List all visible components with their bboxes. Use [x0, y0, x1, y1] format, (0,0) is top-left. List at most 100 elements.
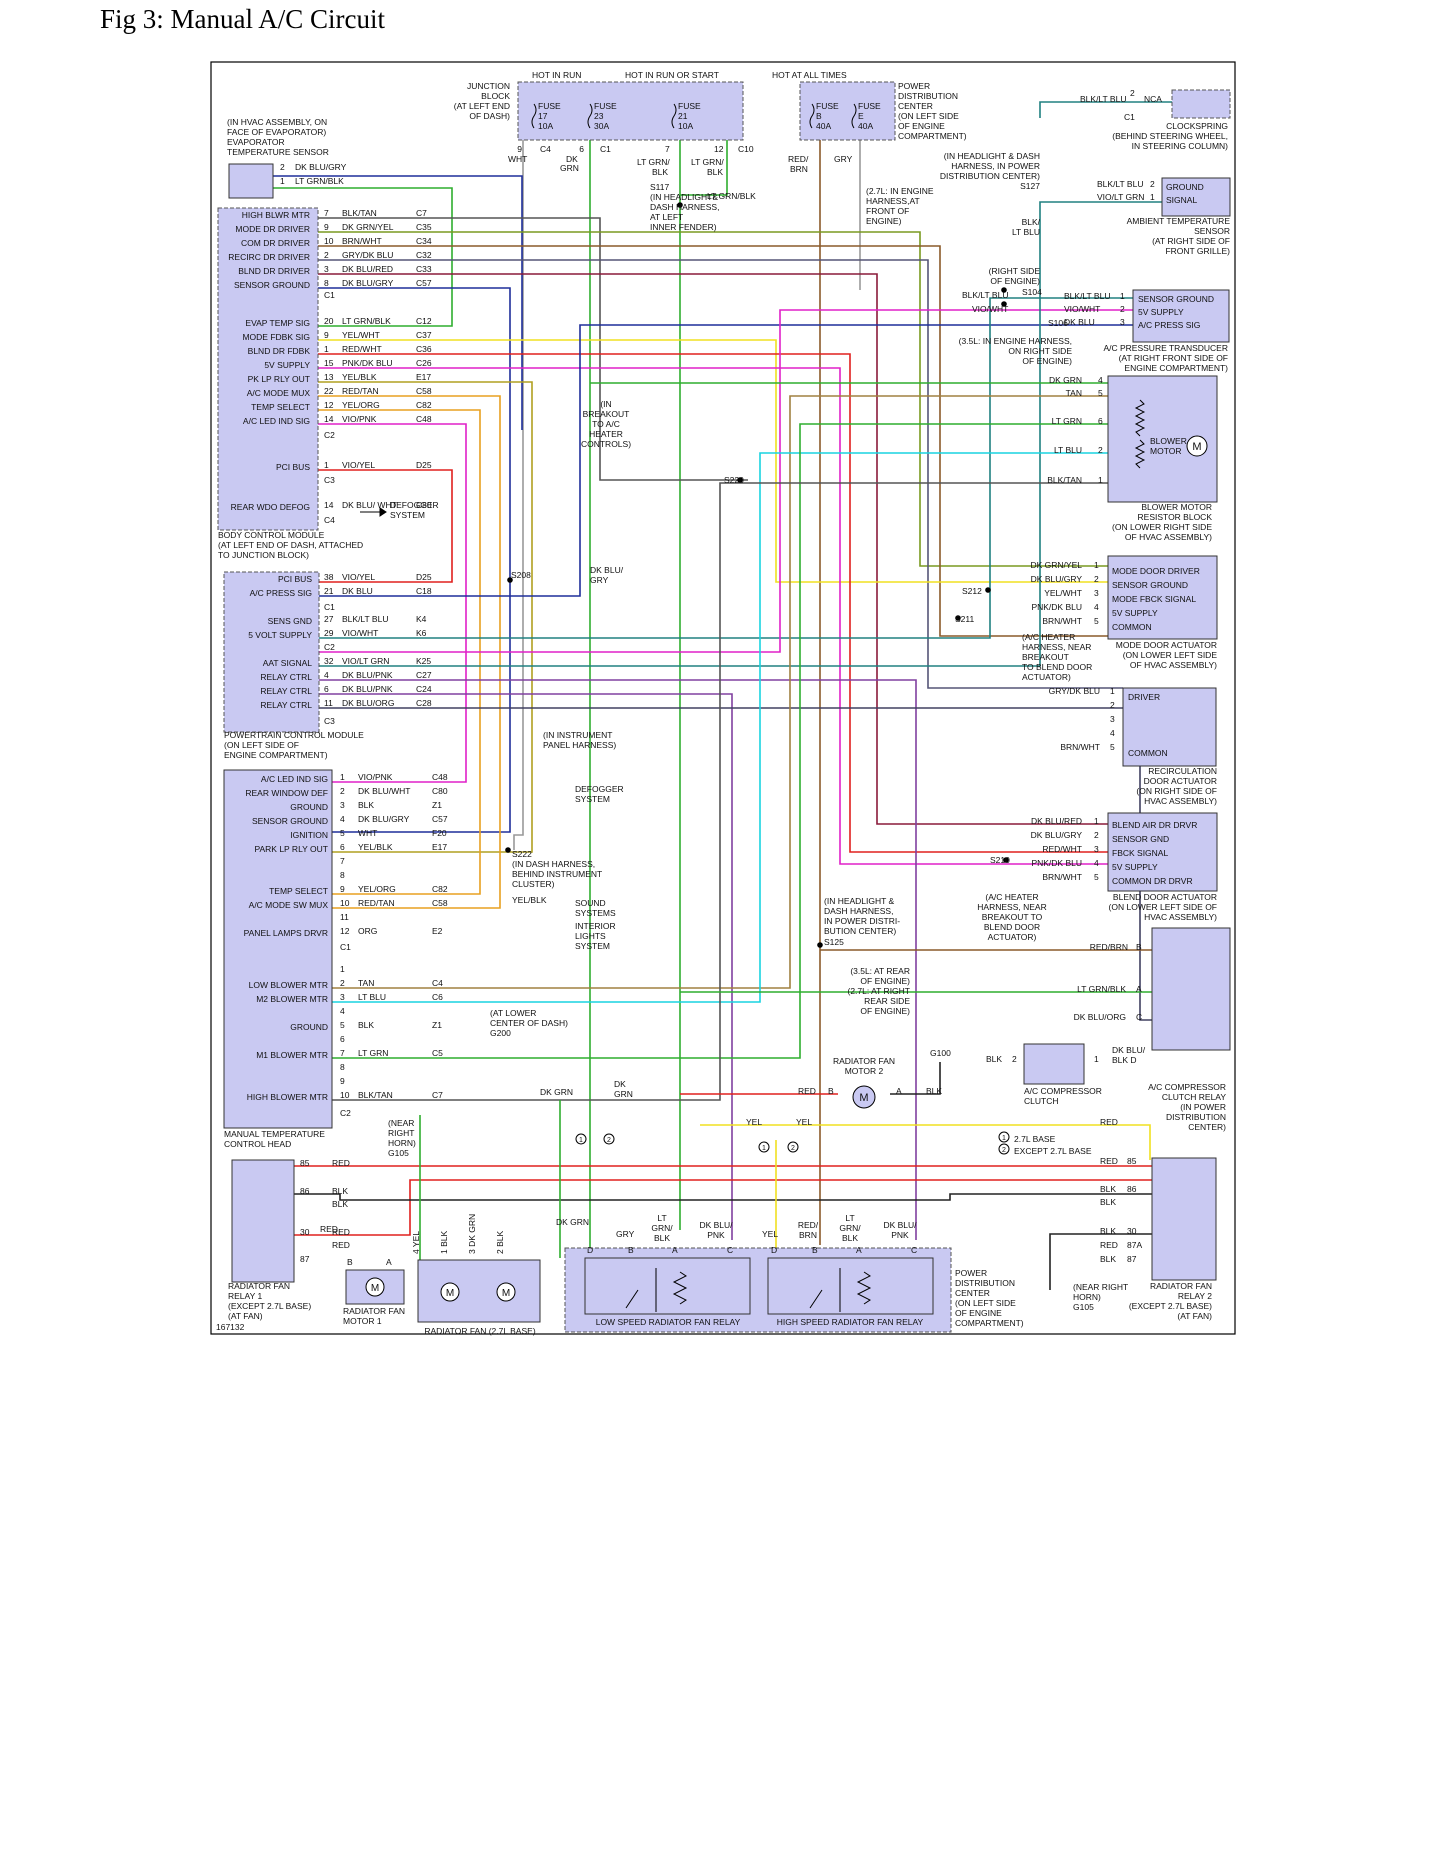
mtc-c2-signal: HIGH BLOWER MTR	[247, 1092, 328, 1102]
fuse-label: FUSE	[678, 101, 701, 111]
wire-blk-86	[294, 1193, 1152, 1201]
recirc-door-label: (ON RIGHT SIDE OF	[1136, 786, 1217, 796]
wire-yel-blk	[318, 381, 533, 853]
splice-s125-label: IN POWER DISTRI-	[824, 916, 900, 926]
mtc-c1-wire-label: BLK	[358, 800, 374, 810]
fuse-label: FUSE	[816, 101, 839, 111]
clockspring-label: (BEHIND STEERING WHEEL,	[1112, 131, 1228, 141]
breakout-blend2-label: BREAKOUT TO	[982, 912, 1043, 922]
pcm-c3-circuit: K25	[416, 656, 431, 666]
wire-pnk-dk-blu	[318, 367, 1108, 865]
pcm-c1-pin: 21	[324, 586, 334, 596]
bcm-c2-circuit: C48	[416, 414, 432, 424]
wire-label: DK GRN	[556, 1217, 589, 1227]
fuse-icon	[851, 103, 857, 129]
ac-pressure-transducer	[1132, 289, 1230, 343]
splice-s127-label: (IN HEADLIGHT & DASH	[944, 151, 1040, 161]
fuse-label: B	[816, 111, 822, 121]
wire-label: RED/	[798, 1220, 819, 1230]
mtc-c2-pin: 9	[340, 1076, 345, 1086]
wire-label: BRN/WHT	[1042, 616, 1082, 626]
bcm-c3-circuit: D25	[416, 460, 432, 470]
wire-label: GRY	[616, 1229, 635, 1239]
mtc-c2-signal: LOW BLOWER MTR	[249, 980, 328, 990]
splice-s125-label: DASH HARNESS,	[824, 906, 893, 916]
bcm-label: BODY CONTROL MODULE	[218, 530, 325, 540]
pcm-c3-wire-label: DK BLU/ORG	[342, 698, 394, 708]
pcm-c2-signal: 5 VOLT SUPPLY	[248, 630, 312, 640]
compressor-clutch-relay	[1151, 927, 1231, 1051]
fuse-label: 40A	[816, 121, 831, 131]
pcm-c3-signal: RELAY CTRL	[260, 686, 312, 696]
splice-s210-label: S210	[990, 855, 1010, 865]
pcm-c1-wire-label: VIO/YEL	[342, 572, 375, 582]
resistor-pin: 5	[1098, 388, 1103, 398]
splice-s125-label: (IN HEADLIGHT &	[824, 896, 895, 906]
relay-pin: 85	[1127, 1156, 1137, 1166]
wire-label: RED	[1100, 1156, 1118, 1166]
fan-motor-2-label: RADIATOR FAN	[833, 1056, 895, 1066]
fuse-label: 30A	[594, 121, 609, 131]
wire-label: BRN	[799, 1230, 817, 1240]
actuator-pin: 3	[1110, 714, 1115, 724]
ambient-temp-sensor	[1161, 177, 1231, 217]
bcm-c1-wire-label: BLK/TAN	[342, 208, 377, 218]
mtc-c1-wire-label: DK BLU/WHT	[358, 786, 410, 796]
pcm-c2-circuit: K6	[416, 628, 427, 638]
clutch-relay-label: DISTRIBUTION	[1166, 1112, 1226, 1122]
splice-s104-label: S104	[1022, 287, 1042, 297]
bcm-c2-wire-label: YEL/WHT	[342, 330, 380, 340]
bcm-c1-pin: 7	[324, 208, 329, 218]
motor-icon: M	[371, 1283, 379, 1294]
wire-label: RED/BRN	[1090, 942, 1128, 952]
fan-motor-1-label: RADIATOR FAN	[343, 1306, 405, 1316]
bcm-c1-circuit: C57	[416, 278, 432, 288]
relay-pin: A	[856, 1245, 862, 1255]
bcm-c2-signal: A/C MODE MUX	[247, 388, 311, 398]
splice-s104	[1001, 287, 1007, 293]
wire-label: BRN/WHT	[1060, 742, 1100, 752]
sensor-pin: 2	[280, 162, 285, 172]
bcm-c1-circuit: C33	[416, 264, 432, 274]
pcm-c2-wire-label: VIO/WHT	[342, 628, 378, 638]
pdc-label: OF ENGINE	[898, 121, 945, 131]
fuse-icon	[671, 103, 677, 129]
splice-s222-label: CLUSTER)	[512, 879, 555, 889]
wire-brn-wht	[318, 245, 1108, 637]
actuator-signal: FBCK SIGNAL	[1112, 848, 1168, 858]
mtc-c1-pin: 2	[340, 786, 345, 796]
mtc-c1-pin: 1	[340, 772, 345, 782]
connector-pin: 6	[579, 144, 584, 154]
evap-sensor-label: EVAPORATOR	[227, 137, 285, 147]
connector-label: C1	[1124, 112, 1135, 122]
wire-label: GRN/	[651, 1223, 673, 1233]
mtc-c1-wire-label: VIO/PNK	[358, 772, 393, 782]
mtc-c2-signal: M2 BLOWER MTR	[256, 994, 328, 1004]
wire-label: RED	[332, 1158, 350, 1168]
blower-resistor-label: BLOWER MOTOR	[1141, 502, 1212, 512]
mtc-c1-circuit: C82	[432, 884, 448, 894]
motor-icon	[440, 1282, 460, 1302]
sensor-pin: 2	[1120, 304, 1125, 314]
bcm-c1-wire-label: DK BLU/RED	[342, 264, 393, 274]
sensor-pin: 1	[280, 176, 285, 186]
blower-resistor-label: OF HVAC ASSEMBLY)	[1125, 532, 1212, 542]
resistor-pin: 6	[1098, 416, 1103, 426]
ground-g100-label: G100	[930, 1048, 951, 1058]
figure-id: 167132	[216, 1322, 245, 1332]
mtc-c2-circuit: C4	[432, 978, 443, 988]
fuse-label: FUSE	[858, 101, 881, 111]
wire-label: LT GRN/	[637, 157, 670, 167]
mtc-c1-wire-label: WHT	[358, 828, 377, 838]
bcm-c1-pin: 9	[324, 222, 329, 232]
pcm-c2-wire-label: BLK/LT BLU	[342, 614, 388, 624]
wires-layer	[273, 101, 1172, 1290]
bcm-c2-pin: 13	[324, 372, 334, 382]
connector-pin: 12	[714, 144, 724, 154]
mtc-c2-circuit: Z1	[432, 1020, 442, 1030]
splice-s117-label: S117	[650, 182, 669, 192]
powertrain-control-module	[223, 571, 320, 733]
pcm-c1-circuit: C18	[416, 586, 432, 596]
mtc-c1-circuit: Z1	[432, 800, 442, 810]
relay-pin: C	[727, 1245, 733, 1255]
